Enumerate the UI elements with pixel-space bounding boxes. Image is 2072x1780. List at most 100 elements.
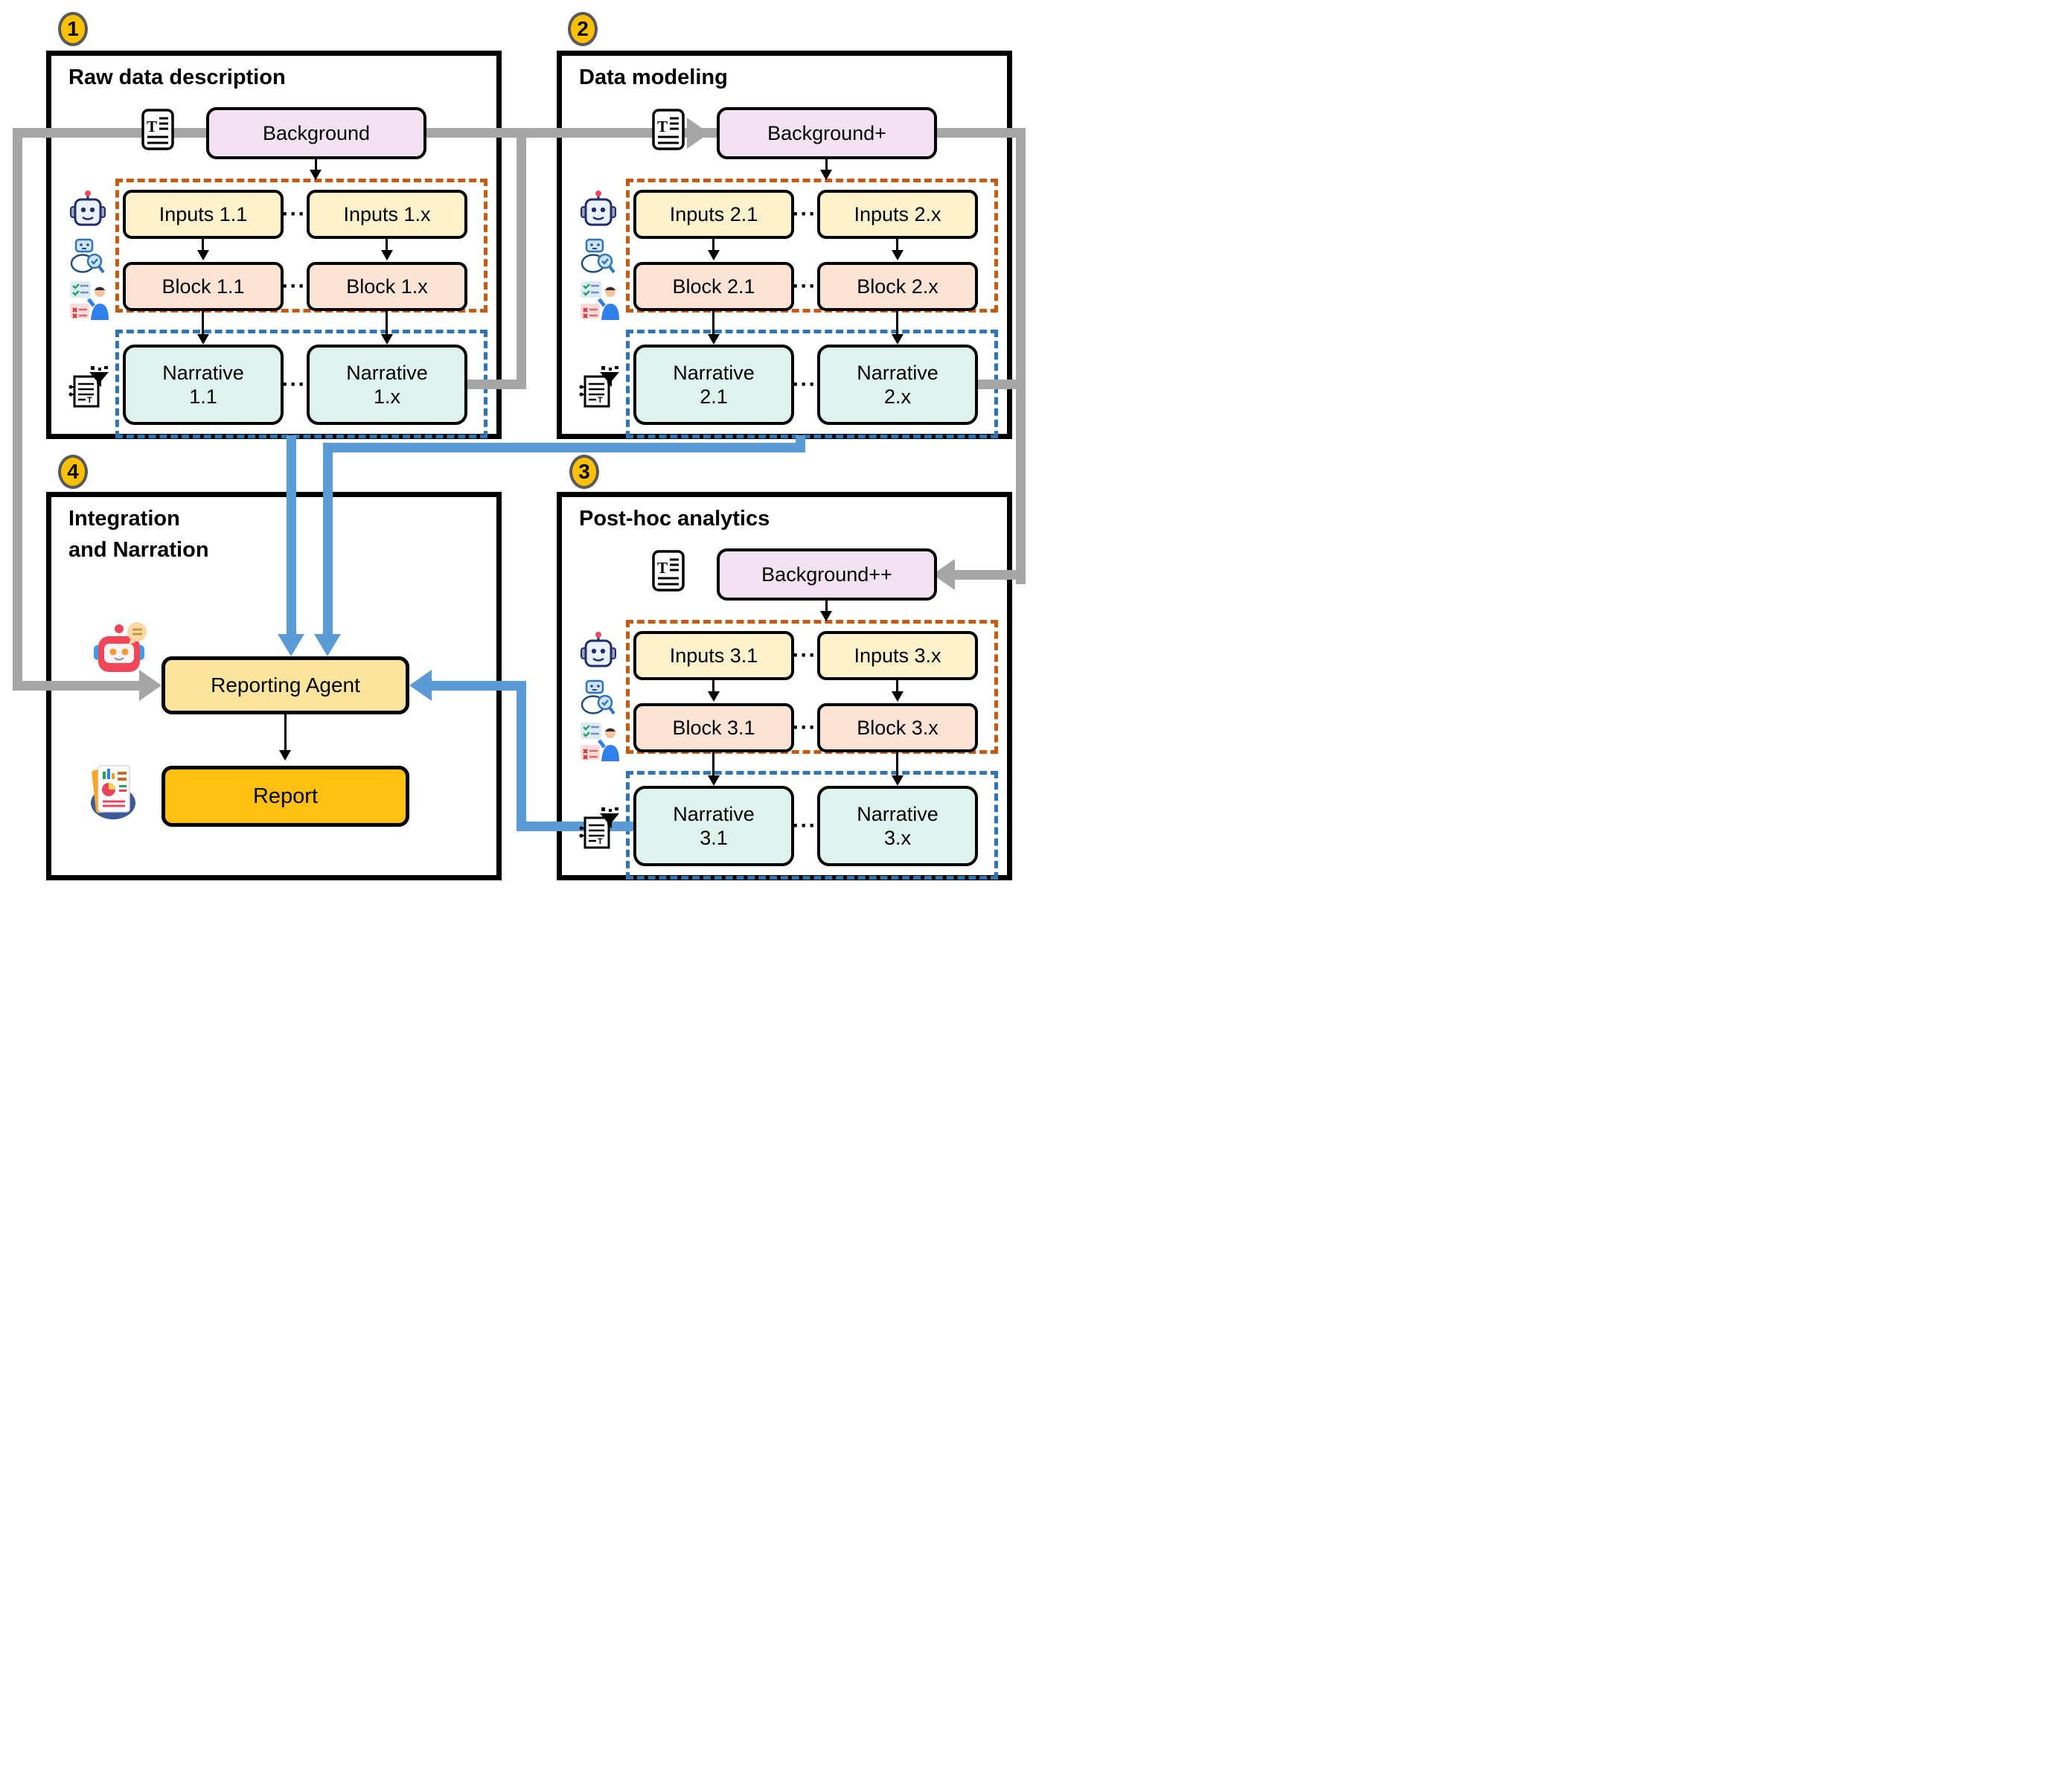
gray-connector-right-vertical — [1016, 128, 1026, 584]
arrowhead-agent-to-report — [279, 750, 291, 761]
step-badge-3: 3 — [569, 455, 599, 489]
narrative-box: Narrative 3.1 — [633, 786, 794, 866]
svg-text:T: T — [147, 118, 157, 135]
arrow-inputs-to-block — [386, 239, 388, 252]
arrow-background-to-group — [315, 159, 317, 171]
narrative-line1: Narrative — [857, 803, 939, 825]
ellipsis-inputs: ··· — [281, 202, 307, 226]
narrative-box: Narrative 1.x — [307, 345, 467, 425]
svg-text:T: T — [657, 559, 668, 577]
inputs-box: Inputs 2.x — [817, 190, 978, 239]
narrative-line2: 1.x — [373, 385, 401, 408]
narrative-box: Narrative 1.1 — [123, 345, 284, 425]
inputs-box: Inputs 3.1 — [633, 631, 794, 680]
arrowhead-background-to-group — [820, 170, 832, 180]
arrow-inputs-to-block — [202, 239, 204, 252]
narrative-line2: 1.1 — [189, 385, 217, 408]
arrow-block-to-narrative — [386, 311, 388, 336]
arrowhead-background-to-group — [310, 170, 322, 180]
review-bot-magnifier-icon — [581, 238, 615, 274]
background-box: Background — [206, 107, 426, 159]
step-badge-4: 4 — [58, 455, 88, 489]
arrowhead-inputs-to-block — [381, 250, 393, 260]
arrow-block-to-narrative — [896, 311, 898, 336]
narrative-filter-doc-icon: T — [68, 366, 109, 408]
svg-text:T: T — [657, 118, 668, 135]
arrow-inputs-to-block — [896, 680, 898, 693]
arrow-block-to-narrative — [712, 752, 714, 777]
human-checklist-icon — [70, 281, 109, 320]
gray-connector-to-reporting-agent — [13, 681, 141, 691]
review-bot-magnifier-icon — [70, 238, 105, 274]
narrative-line2: 2.1 — [700, 385, 728, 408]
human-checklist-icon — [581, 281, 619, 320]
svg-text:T: T — [598, 837, 603, 846]
blue-arrowhead-narratives1-into-agent — [278, 634, 304, 656]
gray-connector-narrative2x-stub — [978, 380, 1026, 389]
narrative-line2: 2.x — [883, 385, 912, 408]
gray-connector-left-vertical — [13, 128, 22, 691]
block-box: Block 3.x — [817, 703, 978, 752]
panel1-title: Raw data description — [68, 65, 286, 89]
block-box: Block 1.1 — [123, 262, 284, 311]
chat-robot-icon — [94, 622, 147, 672]
narrative-filter-doc-icon: T — [579, 366, 619, 408]
narrative-filter-doc-icon: T — [579, 807, 619, 849]
workflow-diagram: 1 2 3 4 Raw data description T Backgroun… — [0, 0, 1036, 890]
background-plus-box: Background+ — [717, 107, 937, 159]
panel2-title: Data modeling — [579, 65, 728, 89]
reporting-agent-box: Reporting Agent — [162, 656, 409, 714]
blue-arrowhead-narratives2-into-agent — [314, 634, 341, 656]
arrowhead-block-to-narrative — [708, 334, 720, 345]
review-bot-magnifier-icon — [581, 679, 615, 715]
panel3-title: Post-hoc analytics — [579, 507, 770, 531]
gray-connector-narrative1x-vertical — [517, 133, 526, 389]
blue-arrowhead-narratives3-into-agent — [409, 670, 432, 701]
arrow-inputs-to-block — [896, 239, 898, 252]
arrowhead-block-to-narrative — [708, 775, 720, 786]
arrowhead-inputs-to-block — [708, 691, 720, 702]
arrowhead-inputs-to-block — [197, 250, 209, 260]
blue-connector-narratives1-vertical — [287, 435, 296, 636]
panel4-title-line2: and Narration — [68, 538, 209, 562]
human-checklist-icon — [581, 723, 619, 761]
svg-text:T: T — [87, 396, 92, 405]
background-plus-plus-box: Background++ — [717, 548, 937, 601]
arrow-inputs-to-block — [712, 239, 714, 252]
blocks-group-dashed — [626, 179, 998, 313]
ellipsis-blocks: ··· — [792, 715, 817, 740]
robot-agent-icon — [581, 632, 616, 668]
report-document-icon — [91, 765, 135, 819]
narrative-line2: 3.x — [883, 827, 912, 849]
arrow-background-to-group — [825, 159, 828, 171]
ellipsis-narratives: ··· — [792, 372, 817, 397]
robot-agent-icon — [581, 191, 616, 226]
document-text-icon: T — [652, 109, 685, 150]
narrative-line1: Narrative — [162, 362, 244, 384]
ellipsis-blocks: ··· — [792, 274, 817, 298]
blue-connector-narratives3-horizontal — [430, 681, 526, 691]
gray-connector-narrative1x-stub — [467, 380, 526, 389]
blue-connector-narratives2-horizontal — [323, 443, 805, 452]
blocks-group-dashed — [626, 620, 998, 754]
narrative-line2: 3.1 — [700, 827, 728, 849]
ellipsis-narratives: ··· — [281, 372, 307, 397]
ellipsis-inputs: ··· — [792, 643, 817, 668]
arrowhead-inputs-to-block — [892, 691, 904, 702]
inputs-box: Inputs 3.x — [817, 631, 978, 680]
arrow-block-to-narrative — [202, 311, 204, 336]
arrow-background-to-group — [825, 601, 828, 612]
narrative-line1: Narrative — [673, 362, 755, 384]
blocks-group-dashed — [115, 179, 487, 313]
gray-arrowhead-into-reporting-agent — [139, 670, 162, 701]
ellipsis-narratives: ··· — [792, 813, 817, 838]
arrow-inputs-to-block — [712, 680, 714, 693]
block-box: Block 3.1 — [633, 703, 794, 752]
arrowhead-block-to-narrative — [892, 775, 904, 786]
inputs-box: Inputs 1.x — [307, 190, 467, 239]
step-badge-2: 2 — [568, 12, 598, 46]
panel4-title-line1: Integration — [68, 507, 180, 531]
narrative-box: Narrative 2.x — [817, 345, 978, 425]
blue-connector-narratives3-vertical — [517, 681, 526, 831]
robot-agent-icon — [70, 191, 106, 226]
